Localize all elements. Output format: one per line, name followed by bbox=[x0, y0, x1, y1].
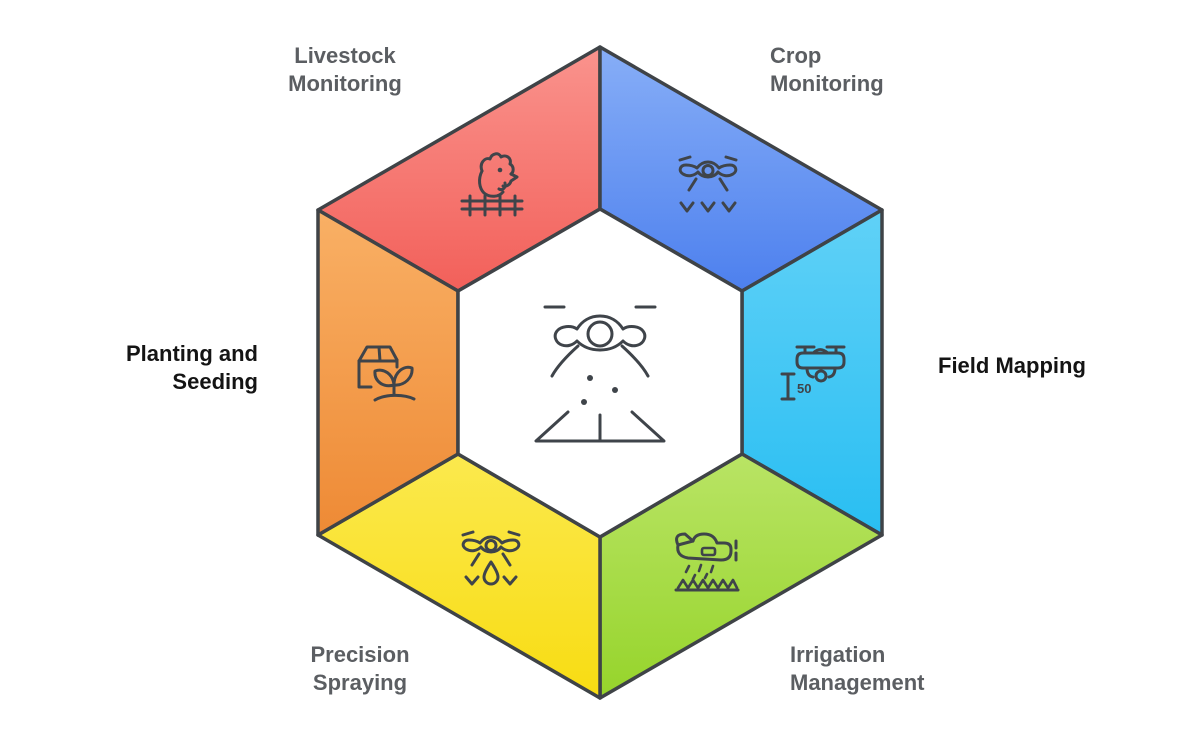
seed-bag-sprout-icon bbox=[357, 345, 416, 402]
label-livestock-monitoring: Livestock Monitoring bbox=[288, 43, 402, 96]
drone-spraying-field-icon bbox=[534, 305, 666, 443]
label-irrigation-management: Irrigation Management bbox=[790, 642, 925, 695]
chicken-fence-icon bbox=[460, 152, 524, 217]
crop-duster-plane-icon bbox=[674, 532, 740, 592]
label-crop-monitoring: Crop Monitoring bbox=[770, 43, 884, 96]
center-hexagon bbox=[456, 207, 744, 539]
altitude-value: 50 bbox=[797, 381, 811, 396]
drone-altitude-measure-icon: 50 bbox=[780, 345, 846, 401]
label-planting-seeding: Planting and Seeding bbox=[126, 341, 258, 394]
drone-droplet-icon bbox=[461, 530, 521, 586]
drone-top-view-scan-icon bbox=[678, 155, 738, 213]
label-field-mapping: Field Mapping bbox=[938, 353, 1086, 378]
label-precision-spraying: Precision Spraying bbox=[310, 642, 410, 695]
